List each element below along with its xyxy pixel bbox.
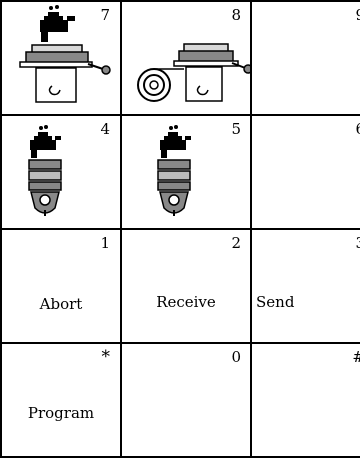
key-number: 2	[231, 235, 241, 251]
key-4[interactable]: 4	[0, 114, 122, 230]
key-0[interactable]: 0	[120, 342, 252, 458]
key-number: 3	[355, 235, 360, 251]
key-6[interactable]: 6	[250, 114, 360, 230]
key-number: #	[352, 349, 360, 365]
key-hash[interactable]: #	[250, 342, 360, 458]
tap-over-canister-icon	[122, 116, 242, 230]
key-number: 9	[355, 7, 360, 23]
key-1-abort[interactable]: 1 Abort	[0, 228, 122, 344]
key-8[interactable]: 8	[120, 0, 252, 116]
tap-over-canister-icon	[2, 116, 122, 230]
reel-and-basin-icon	[122, 2, 242, 116]
key-number: 6	[355, 121, 360, 137]
key-star-program[interactable]: * Program	[0, 342, 122, 458]
key-label: Receive	[122, 293, 250, 311]
key-label: Program	[2, 404, 120, 422]
key-label: Send	[256, 293, 294, 311]
key-7[interactable]: 7	[0, 0, 122, 116]
key-9[interactable]: 9	[250, 0, 360, 116]
key-number: *	[102, 349, 111, 365]
key-number: 0	[231, 349, 241, 365]
key-5[interactable]: 5	[120, 114, 252, 230]
key-3-send[interactable]: 3 Send	[250, 228, 360, 344]
key-2-receive[interactable]: 2 Receive	[120, 228, 252, 344]
key-label: Abort	[2, 295, 120, 313]
key-number: 1	[100, 235, 110, 251]
tap-over-tank-and-basin-icon	[2, 2, 122, 116]
